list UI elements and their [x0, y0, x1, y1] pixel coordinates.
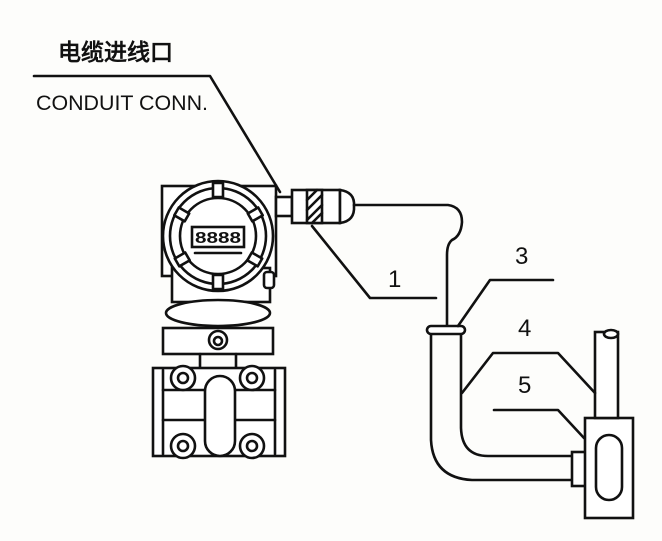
flange-bolts [169, 364, 266, 460]
pipe-clamp-3 [425, 324, 467, 336]
conduit-label-english: CONDUIT CONN. [36, 92, 208, 115]
callout-5: 5 [518, 372, 531, 399]
leader-1 [310, 224, 438, 300]
leader-5 [492, 408, 586, 440]
flange-center-port [203, 374, 237, 458]
cable-1 [352, 203, 464, 328]
capsule-band [164, 298, 272, 328]
conduit-label-chinese: 电缆进线口 [58, 39, 173, 65]
conduit-leader-line [32, 74, 282, 194]
callout-1: 1 [388, 266, 401, 293]
callout-3: 3 [515, 243, 528, 270]
zero-adjust-screw [262, 270, 276, 290]
lcd-display [190, 225, 246, 249]
pressure-transmitter: 8888 [151, 179, 287, 460]
lcd-digits: 8888 [195, 230, 241, 247]
callout-4: 4 [518, 315, 531, 342]
protective-pipe [425, 324, 635, 520]
vertical-pipe [593, 330, 620, 420]
leader-3 [456, 278, 555, 328]
cover-lugs [173, 181, 264, 291]
leader-4 [460, 351, 597, 395]
cable-gland [274, 188, 356, 225]
